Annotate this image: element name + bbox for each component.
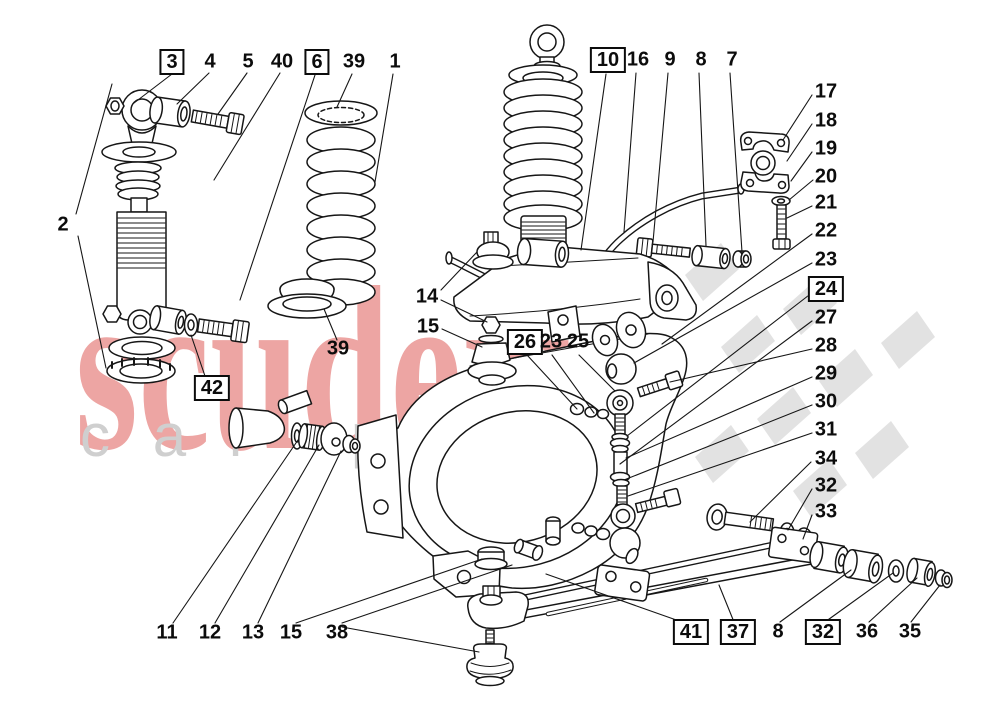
upper-arm-illustration bbox=[453, 231, 698, 343]
part-label-25: 25 bbox=[566, 330, 590, 353]
part-label-8: 8 bbox=[695, 48, 707, 71]
front-damper-illustration bbox=[101, 89, 250, 384]
part-label-22: 22 bbox=[814, 219, 838, 242]
leader-lines bbox=[75, 72, 941, 653]
part-label-36: 36 bbox=[855, 620, 879, 643]
part-label-14: 14 bbox=[415, 285, 439, 308]
bar-clamp-illustration bbox=[739, 131, 791, 250]
drop-link-illustration bbox=[513, 311, 813, 565]
lower-wishbone-illustration bbox=[466, 526, 953, 687]
part-label-17: 17 bbox=[814, 80, 838, 103]
part-label-19: 19 bbox=[814, 137, 838, 160]
part-label-2: 2 bbox=[57, 213, 69, 236]
part-label-10: 10 bbox=[589, 47, 627, 73]
part-label-32: 32 bbox=[814, 474, 838, 497]
part-label-18: 18 bbox=[814, 109, 838, 132]
part-label-8: 8 bbox=[772, 620, 784, 643]
part-label-23: 23 bbox=[814, 248, 838, 271]
part-label-1: 1 bbox=[389, 50, 401, 73]
part-label-29: 29 bbox=[814, 362, 838, 385]
part-label-16: 16 bbox=[626, 48, 650, 71]
part-label-42: 42 bbox=[193, 375, 231, 401]
tie-rod-illustration bbox=[228, 389, 361, 456]
part-label-39: 39 bbox=[326, 337, 350, 360]
part-label-20: 20 bbox=[814, 165, 838, 188]
part-label-21: 21 bbox=[814, 191, 838, 214]
part-label-31: 31 bbox=[814, 418, 838, 441]
part-label-7: 7 bbox=[726, 48, 738, 71]
part-label-15: 15 bbox=[416, 315, 440, 338]
part-label-23: 23 bbox=[539, 330, 563, 353]
part-label-3: 3 bbox=[159, 49, 185, 75]
part-label-37: 37 bbox=[719, 619, 757, 645]
bar-link-bushing-illustration bbox=[691, 244, 731, 270]
part-label-24: 24 bbox=[807, 276, 845, 302]
part-label-27: 27 bbox=[814, 306, 838, 329]
part-label-34: 34 bbox=[814, 447, 838, 470]
part-label-4: 4 bbox=[204, 50, 216, 73]
part-label-11: 11 bbox=[156, 621, 178, 644]
part-label-41: 41 bbox=[672, 619, 710, 645]
coil-spring-illustration bbox=[267, 100, 378, 319]
part-label-40: 40 bbox=[270, 50, 294, 73]
part-label-13: 13 bbox=[241, 621, 265, 644]
part-label-38: 38 bbox=[325, 621, 349, 644]
part-label-5: 5 bbox=[242, 50, 254, 73]
part-label-33: 33 bbox=[814, 500, 838, 523]
part-label-30: 30 bbox=[814, 390, 838, 413]
part-label-12: 12 bbox=[198, 621, 222, 644]
part-label-28: 28 bbox=[814, 334, 838, 357]
part-label-6: 6 bbox=[304, 49, 330, 75]
part-label-26: 26 bbox=[506, 329, 544, 355]
bar-link-nut-illustration bbox=[732, 250, 752, 268]
part-label-15: 15 bbox=[279, 621, 303, 644]
part-label-39: 39 bbox=[342, 50, 366, 73]
part-label-32: 32 bbox=[804, 619, 842, 645]
part-label-9: 9 bbox=[664, 48, 676, 71]
bar-link-bolt-illustration bbox=[635, 237, 692, 258]
part-label-35: 35 bbox=[898, 620, 922, 643]
